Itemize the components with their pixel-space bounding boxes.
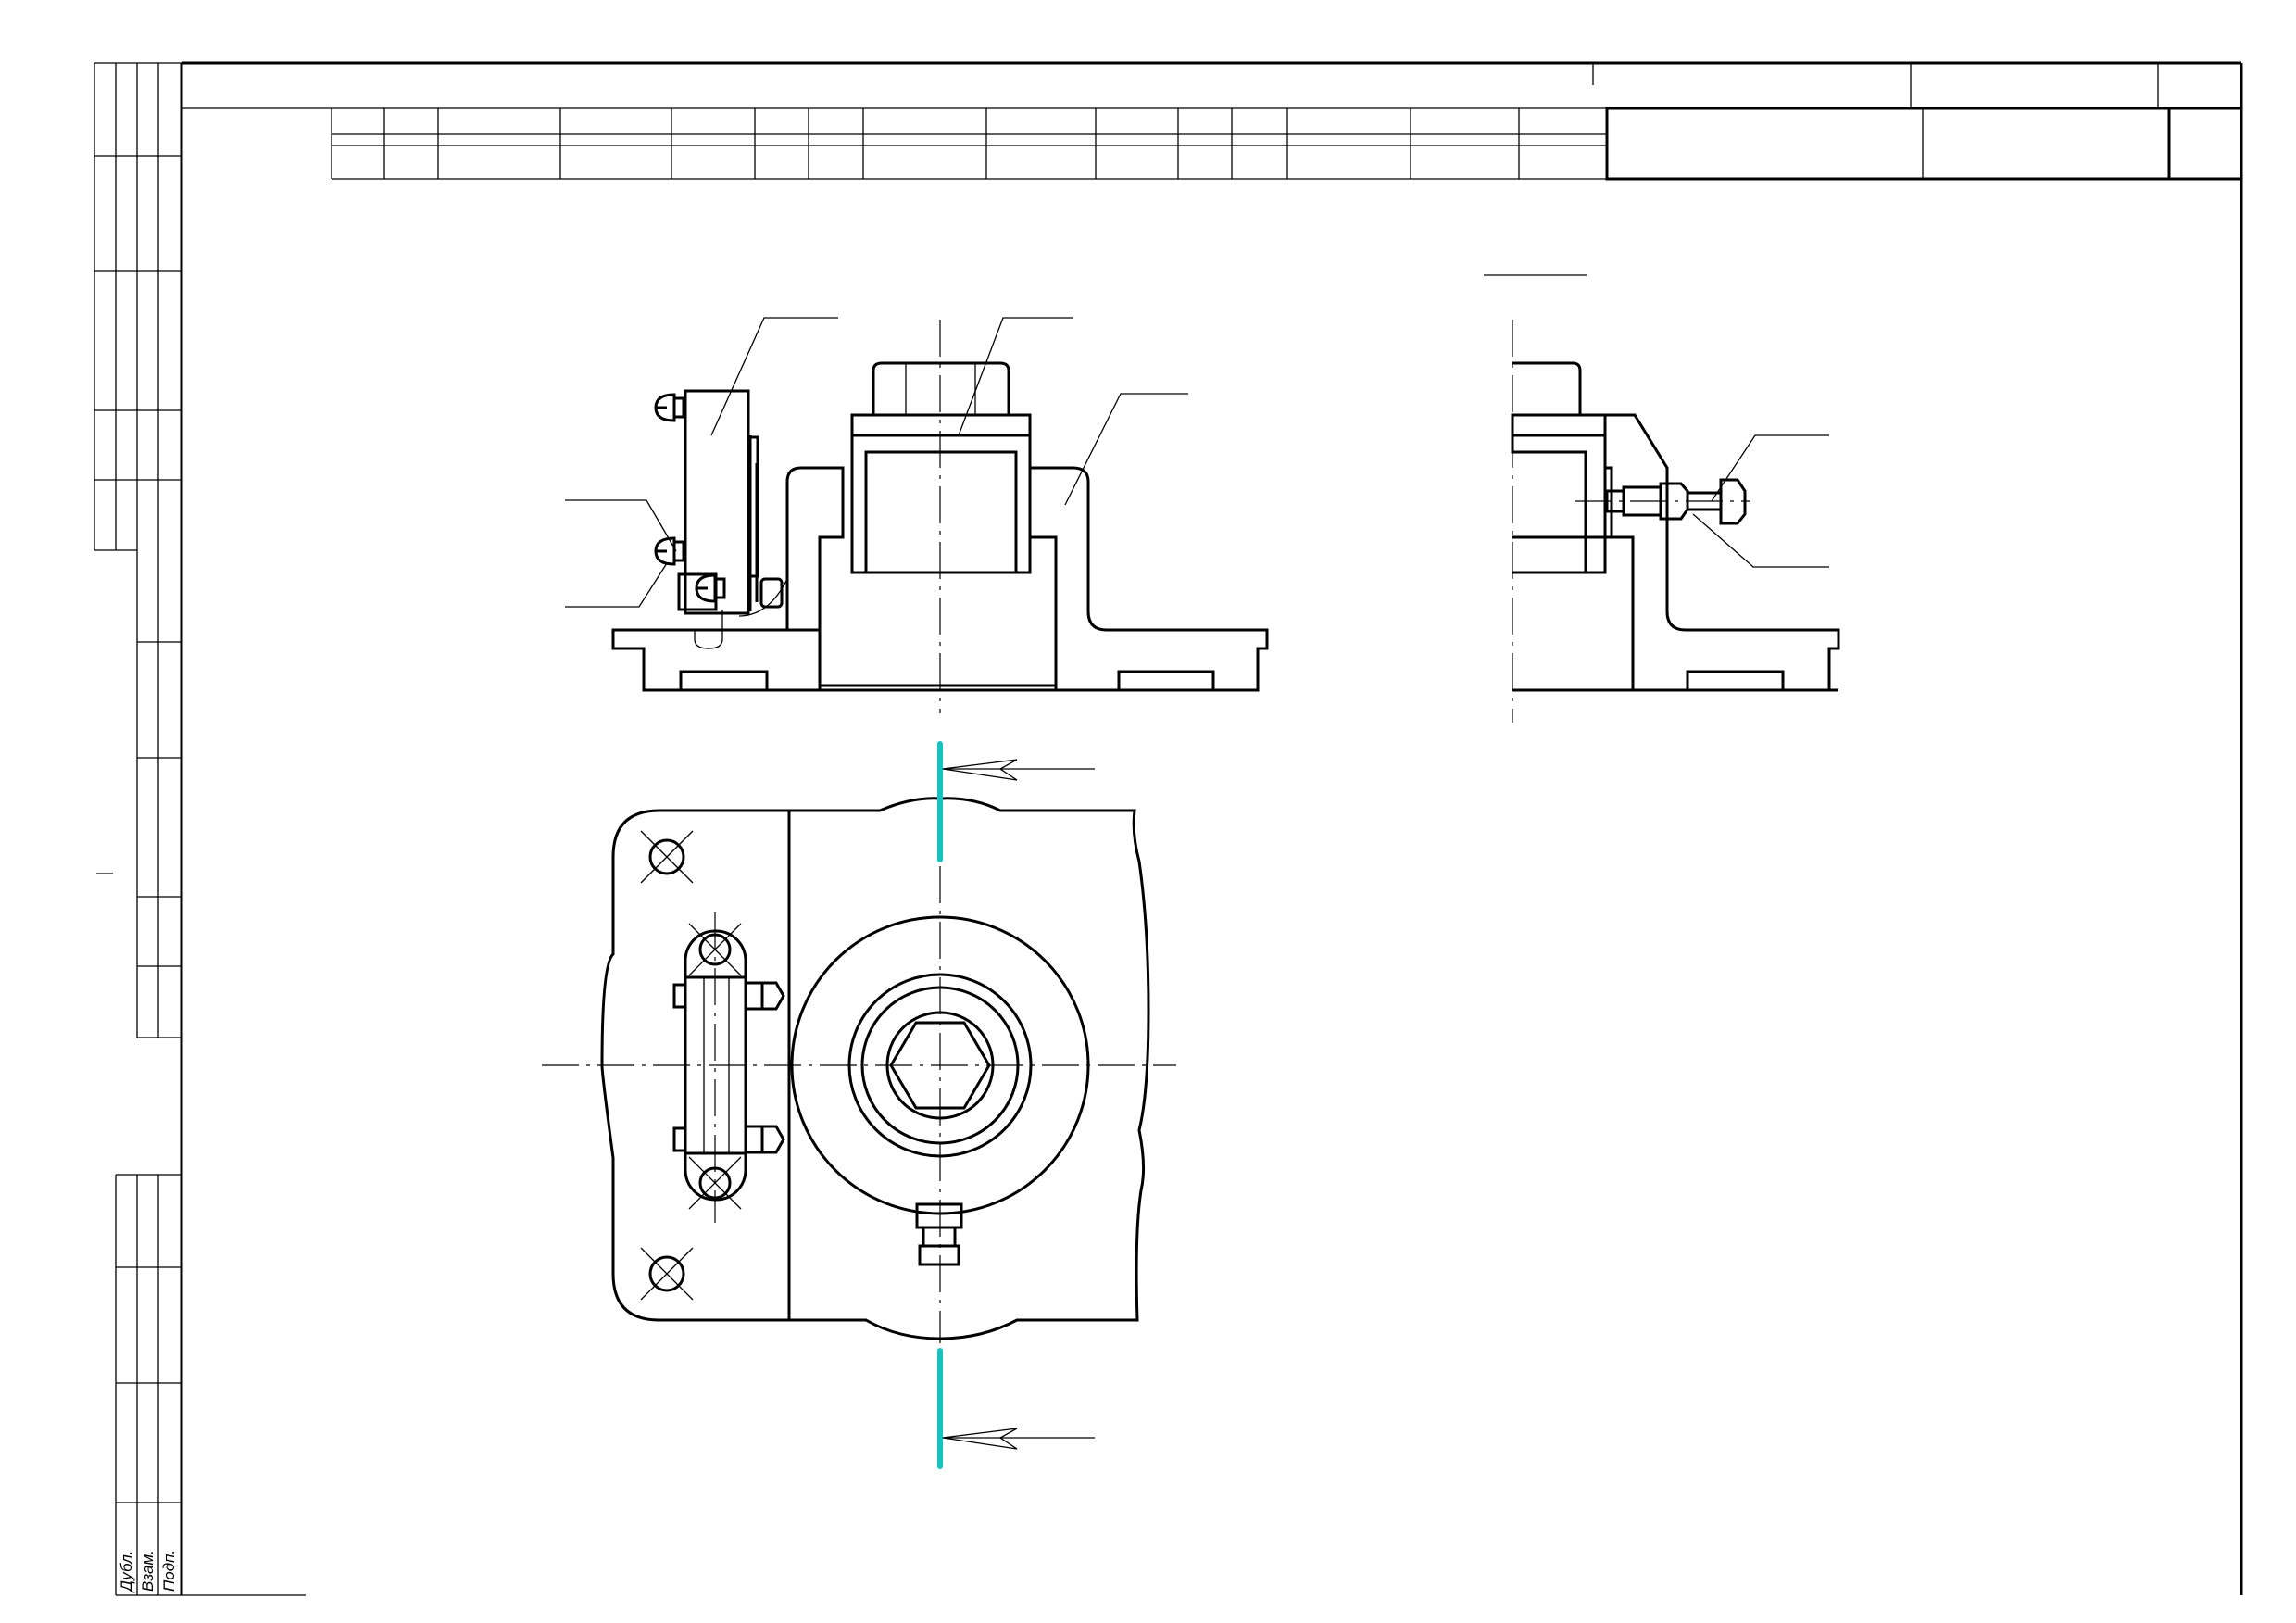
screw-head-icon (654, 536, 685, 566)
left-side-stamp (94, 62, 182, 1038)
mounting-hole-icon (640, 830, 694, 884)
side-section-view (1484, 274, 1840, 723)
top-revision-table (331, 108, 1607, 180)
top-plan-view (542, 797, 1176, 1343)
sheet-frame (180, 61, 2243, 1596)
title-box (1605, 107, 2243, 181)
screw-head-icon (695, 573, 726, 603)
mounting-hole-icon (640, 1247, 694, 1301)
stamp-label-vzam: Взам. (139, 1550, 157, 1592)
section-cut-marks (937, 741, 1095, 1469)
screw-head-icon (654, 393, 685, 422)
stamp-label-podp: Подп. (160, 1550, 178, 1592)
clamp-screw-icon (672, 981, 785, 1011)
bottom-left-stamp: Дубл. Взам. Подп. (115, 1174, 182, 1596)
stamp-label-dubl: Дубл. (118, 1550, 135, 1593)
front-section-view (565, 317, 1269, 713)
clamp-screw-icon (672, 1125, 785, 1154)
